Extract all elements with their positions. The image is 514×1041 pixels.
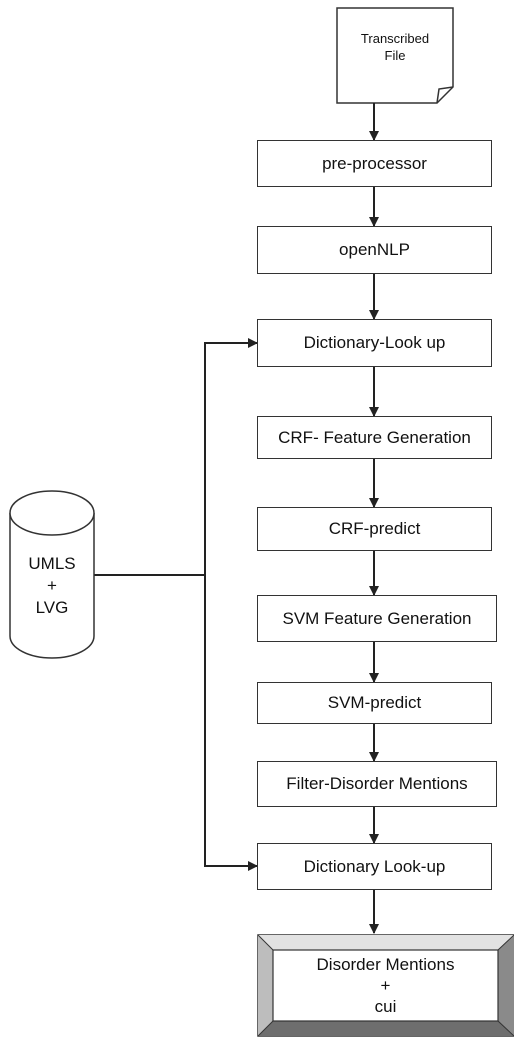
step-dictionary-lookup-2: Dictionary Look-up [257, 843, 492, 890]
umls-lvg-resource: UMLS + LVG [10, 550, 94, 622]
output-line2: + [380, 976, 391, 995]
resource-line1: UMLS [28, 554, 76, 573]
output-inner [272, 949, 499, 1022]
step-filter-disorder-mentions: Filter-Disorder Mentions [257, 761, 497, 807]
output-line1: Disorder Mentions [316, 955, 455, 974]
output-disorder-mentions-cui: Disorder Mentions + cui [273, 950, 498, 1021]
transcribed-file-label-line1: Transcribed [360, 31, 430, 46]
output-line3: cui [374, 997, 397, 1016]
step-dictionary-lookup: Dictionary-Look up [257, 319, 492, 367]
document-shape [336, 7, 454, 104]
step-crf-predict: CRF-predict [257, 507, 492, 551]
step-crf-feature-generation: CRF- Feature Generation [257, 416, 492, 459]
step-opennlp: openNLP [257, 226, 492, 274]
transcribed-file-node: Transcribed File [337, 22, 453, 72]
resource-line3: LVG [35, 598, 69, 617]
resource-line2: + [47, 576, 57, 595]
database-cylinder [9, 513, 95, 659]
output-bevel-bottom [258, 1021, 514, 1036]
document-fold [436, 86, 454, 104]
transcribed-file-label-line2: File [384, 48, 406, 63]
output-bevel-left [258, 935, 273, 1036]
output-bevel-top [258, 935, 514, 950]
step-svm-feature-generation: SVM Feature Generation [257, 595, 497, 642]
step-pre-processor: pre-processor [257, 140, 492, 187]
step-svm-predict: SVM-predict [257, 682, 492, 724]
output-bevel-right [498, 935, 514, 1036]
database-cylinder-top [9, 490, 95, 536]
